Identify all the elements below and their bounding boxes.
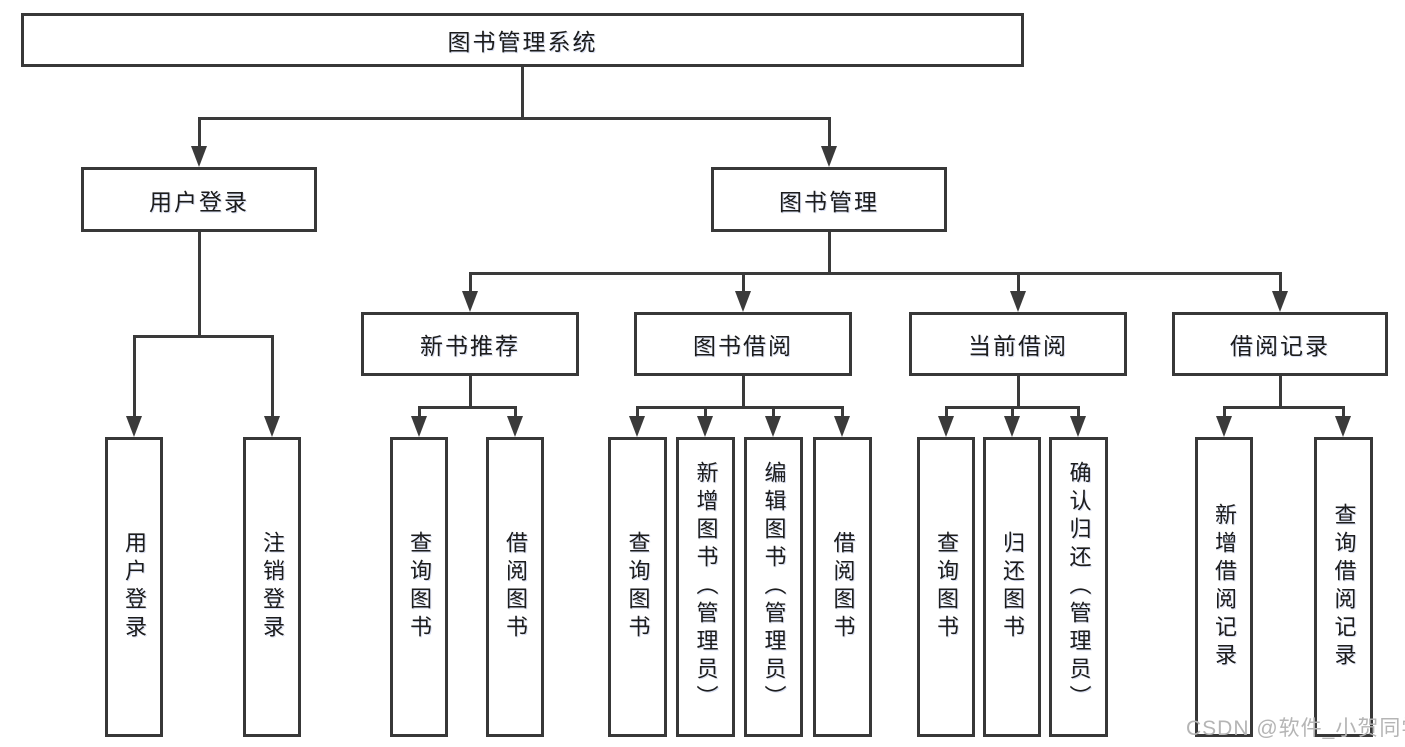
node-label-root: 图书管理系统 bbox=[447, 29, 598, 55]
arrow-down-icon-book-management-0 bbox=[462, 291, 478, 312]
connector-arrow-shaft-current-borrowing-0 bbox=[944, 406, 948, 423]
arrow-down-icon-root-0 bbox=[191, 146, 207, 167]
node-bb-borrow-books: 借阅图书 bbox=[813, 437, 872, 737]
connector-elbow-book-borrowing bbox=[635, 406, 844, 409]
connector-arrow-shaft-root-1 bbox=[827, 117, 831, 153]
arrow-down-icon-book-borrowing-1 bbox=[697, 416, 713, 437]
node-label-book-management: 图书管理 bbox=[779, 188, 879, 215]
arrow-down-icon-root-1 bbox=[821, 146, 837, 167]
node-label-login: 用户登录 bbox=[122, 531, 147, 643]
arrow-down-icon-book-borrowing-2 bbox=[765, 416, 781, 437]
node-label-logout: 注销登录 bbox=[260, 531, 285, 643]
arrow-down-icon-current-borrowing-2 bbox=[1070, 416, 1086, 437]
connector-elbow-root bbox=[197, 117, 831, 120]
csdn-watermark: CSDN @软件_小贺同学 bbox=[1186, 717, 1405, 740]
node-label-bb-borrow-books: 借阅图书 bbox=[830, 531, 856, 643]
connector-elbow-borrowing-records bbox=[1222, 406, 1345, 409]
connector-elbow-new-book-recommendation bbox=[417, 406, 517, 409]
connector-arrow-shaft-current-borrowing-2 bbox=[1076, 406, 1080, 423]
connector-arrow-shaft-book-management-0 bbox=[468, 272, 472, 298]
arrow-down-icon-new-book-recommendation-0 bbox=[411, 416, 427, 437]
connector-arrow-shaft-book-borrowing-0 bbox=[635, 406, 639, 423]
node-label-br-add-borrow-record: 新增借阅记录 bbox=[1212, 503, 1237, 671]
connector-stem-book-management bbox=[827, 229, 831, 275]
connector-arrow-shaft-new-book-recommendation-1 bbox=[513, 406, 517, 423]
connector-arrow-shaft-book-management-1 bbox=[741, 272, 745, 298]
node-logout: 注销登录 bbox=[243, 437, 301, 737]
node-br-query-borrow-record: 查询借阅记录 bbox=[1314, 437, 1373, 737]
connector-arrow-shaft-borrowing-records-0 bbox=[1222, 406, 1226, 423]
connector-arrow-shaft-book-management-3 bbox=[1278, 272, 1282, 298]
node-label-bb-edit-books-admin: 编辑图书（管理员） bbox=[761, 461, 787, 713]
node-current-borrowing: 当前借阅 bbox=[909, 312, 1127, 376]
node-label-nbr-query-books: 查询图书 bbox=[407, 531, 432, 643]
node-bb-edit-books-admin: 编辑图书（管理员） bbox=[744, 437, 803, 737]
node-label-cb-query-books: 查询图书 bbox=[934, 531, 959, 643]
node-label-bb-add-books-admin: 新增图书（管理员） bbox=[693, 461, 719, 713]
node-br-add-borrow-record: 新增借阅记录 bbox=[1195, 437, 1253, 737]
node-label-book-borrowing: 图书借阅 bbox=[693, 333, 793, 359]
connector-stem-book-borrowing bbox=[741, 373, 745, 409]
connector-stem-current-borrowing bbox=[1016, 373, 1020, 409]
node-book-management: 图书管理 bbox=[711, 167, 947, 232]
arrow-down-icon-book-borrowing-3 bbox=[834, 416, 850, 437]
arrow-down-icon-new-book-recommendation-1 bbox=[507, 416, 523, 437]
node-nbr-query-books: 查询图书 bbox=[390, 437, 448, 737]
node-cb-confirm-return-admin: 确认归还（管理员） bbox=[1049, 437, 1108, 737]
arrow-down-icon-book-management-3 bbox=[1272, 291, 1288, 312]
connector-arrow-shaft-book-borrowing-2 bbox=[771, 406, 775, 423]
node-login: 用户登录 bbox=[105, 437, 163, 737]
node-label-bb-query-books: 查询图书 bbox=[625, 531, 651, 643]
node-book-borrowing: 图书借阅 bbox=[634, 312, 852, 376]
connector-arrow-shaft-root-0 bbox=[197, 117, 201, 153]
node-root: 图书管理系统 bbox=[21, 13, 1024, 67]
connector-arrow-shaft-current-borrowing-1 bbox=[1010, 406, 1014, 423]
node-cb-return-books: 归还图书 bbox=[983, 437, 1041, 737]
connector-arrow-shaft-borrowing-records-1 bbox=[1341, 406, 1345, 423]
arrow-down-icon-user-login-0 bbox=[126, 416, 142, 437]
arrow-down-icon-current-borrowing-1 bbox=[1004, 416, 1020, 437]
arrow-down-icon-user-login-1 bbox=[264, 416, 280, 437]
connector-arrow-shaft-user-login-1 bbox=[270, 335, 274, 423]
arrow-down-icon-book-management-2 bbox=[1010, 291, 1026, 312]
connector-elbow-user-login bbox=[132, 335, 274, 338]
connector-stem-new-book-recommendation bbox=[468, 373, 472, 409]
node-label-cb-return-books: 归还图书 bbox=[1000, 531, 1025, 643]
connector-arrow-shaft-new-book-recommendation-0 bbox=[417, 406, 421, 423]
node-bb-add-books-admin: 新增图书（管理员） bbox=[676, 437, 735, 737]
connector-arrow-shaft-book-borrowing-3 bbox=[840, 406, 844, 423]
node-label-new-book-recommendation: 新书推荐 bbox=[420, 333, 520, 359]
node-nbr-borrow-books: 借阅图书 bbox=[486, 437, 544, 737]
arrow-down-icon-current-borrowing-0 bbox=[938, 416, 954, 437]
connector-arrow-shaft-book-borrowing-1 bbox=[703, 406, 707, 423]
arrow-down-icon-borrowing-records-1 bbox=[1335, 416, 1351, 437]
node-borrowing-records: 借阅记录 bbox=[1172, 312, 1388, 376]
arrow-down-icon-book-borrowing-0 bbox=[629, 416, 645, 437]
node-label-current-borrowing: 当前借阅 bbox=[968, 333, 1068, 359]
connector-arrow-shaft-user-login-0 bbox=[132, 335, 136, 423]
node-label-br-query-borrow-record: 查询借阅记录 bbox=[1331, 503, 1357, 671]
node-label-nbr-borrow-books: 借阅图书 bbox=[503, 531, 528, 643]
node-new-book-recommendation: 新书推荐 bbox=[361, 312, 579, 376]
connector-elbow-book-management bbox=[468, 272, 1282, 275]
connector-stem-borrowing-records bbox=[1278, 373, 1282, 409]
node-cb-query-books: 查询图书 bbox=[917, 437, 975, 737]
arrow-down-icon-book-management-1 bbox=[735, 291, 751, 312]
connector-stem-root bbox=[520, 64, 524, 120]
arrow-down-icon-borrowing-records-0 bbox=[1216, 416, 1232, 437]
node-label-borrowing-records: 借阅记录 bbox=[1230, 333, 1330, 359]
node-user-login: 用户登录 bbox=[81, 167, 317, 232]
connector-arrow-shaft-book-management-2 bbox=[1016, 272, 1020, 298]
node-bb-query-books: 查询图书 bbox=[608, 437, 667, 737]
node-label-cb-confirm-return-admin: 确认归还（管理员） bbox=[1066, 461, 1092, 713]
node-label-user-login: 用户登录 bbox=[149, 188, 249, 215]
connector-stem-user-login bbox=[197, 229, 201, 338]
